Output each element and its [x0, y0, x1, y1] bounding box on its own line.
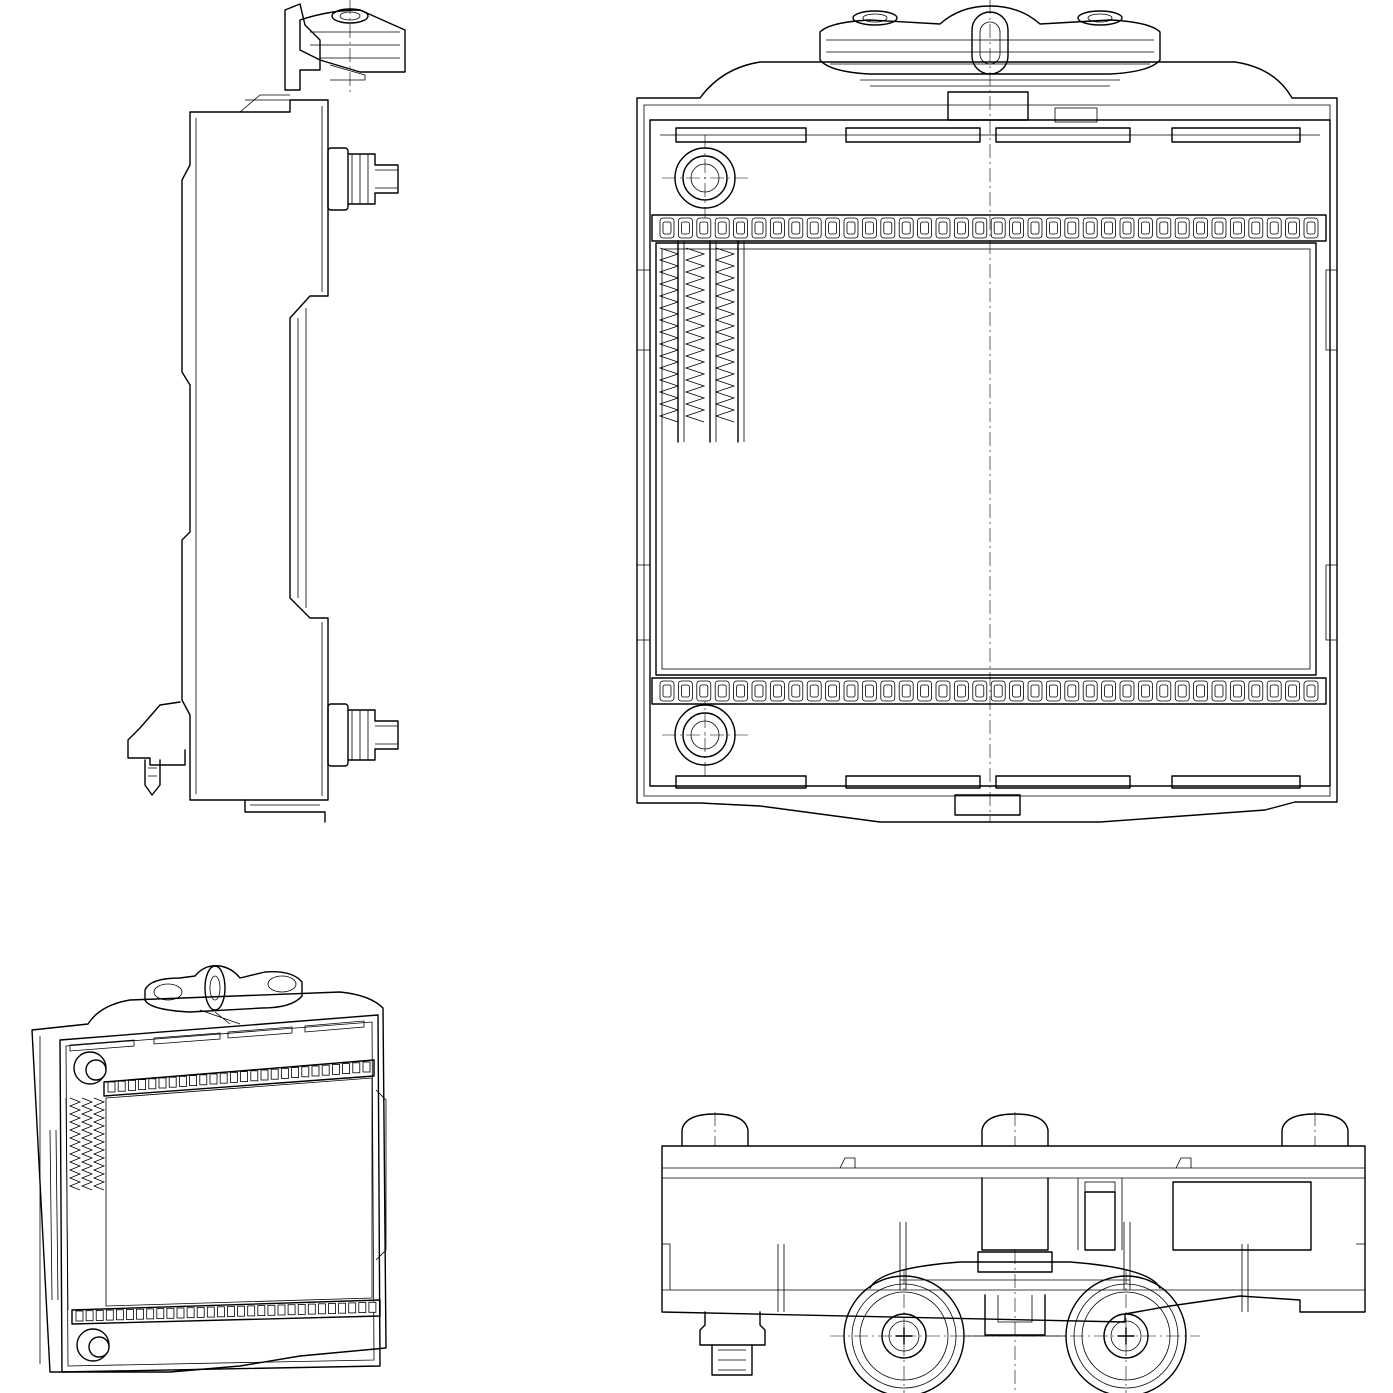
isometric-view — [31, 965, 387, 1373]
front-view — [636, 0, 1338, 823]
top-terminal-teeth — [659, 217, 1319, 239]
iso-top-terminal-teeth — [107, 1061, 371, 1093]
iso-spring-contacts — [68, 1097, 106, 1191]
iso-bottom-terminal-teeth — [75, 1301, 377, 1322]
bottom-terminal-teeth — [659, 680, 1319, 702]
side-view — [127, 0, 406, 823]
bottom-view — [661, 1112, 1366, 1393]
spring-contacts — [658, 247, 736, 423]
